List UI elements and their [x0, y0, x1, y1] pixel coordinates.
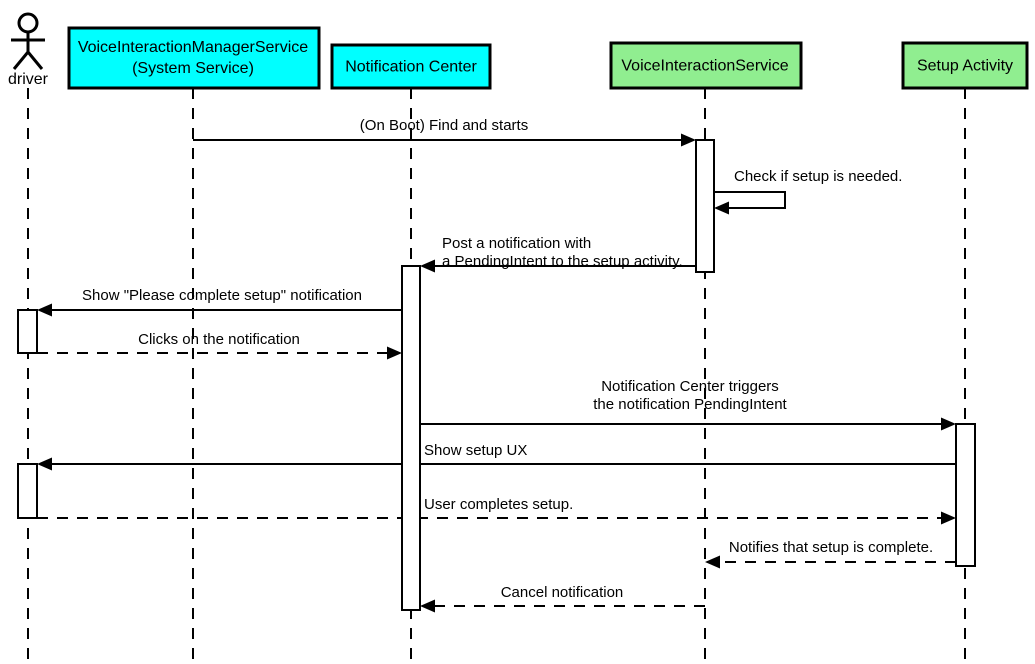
participant-label-setup_activity: Setup Activity — [917, 58, 1013, 75]
participant-notification_center[interactable]: Notification Center — [330, 43, 492, 90]
participant-box-vis[interactable] — [609, 41, 803, 90]
message-m3[interactable] — [420, 259, 696, 273]
participant-label-notification_center: Notification Center — [345, 59, 477, 76]
message-arrowhead-m3 — [420, 259, 435, 273]
message-m5[interactable] — [37, 346, 402, 360]
message-m2[interactable] — [714, 191, 786, 215]
message-arrowhead-m4 — [37, 303, 52, 317]
message-arrowhead-m7 — [37, 457, 52, 471]
activation-bar-notification_center — [401, 265, 421, 611]
message-label-m8: User completes setup. — [424, 496, 573, 513]
message-m4[interactable] — [37, 303, 402, 317]
message-arrowhead-m8 — [941, 511, 956, 525]
message-label-m10: Cancel notification — [501, 584, 624, 601]
message-m8[interactable] — [37, 511, 956, 525]
message-m9[interactable] — [705, 555, 956, 569]
activation-bar-driver — [17, 309, 38, 354]
actor-leg-right-icon — [26, 51, 44, 70]
activations-layer — [17, 139, 976, 611]
activation-bar-vis — [695, 139, 715, 273]
message-m6[interactable] — [420, 417, 956, 431]
participant-label-vims: VoiceInteractionManagerService — [78, 39, 308, 56]
message-m1[interactable] — [193, 133, 696, 147]
activation-bar-setup_activity — [955, 423, 976, 567]
message-label-m4: Show "Please complete setup" notificatio… — [82, 287, 362, 304]
participant-label-vis: VoiceInteractionService — [621, 58, 788, 75]
actor-leg-left-icon — [12, 51, 30, 70]
message-label-m6-line2: the notification PendingIntent — [593, 396, 787, 413]
messages-layer — [37, 133, 956, 613]
participant-box-notification_center[interactable] — [330, 43, 492, 90]
participant-vims[interactable]: VoiceInteractionManagerService (System Se… — [67, 26, 321, 90]
participant-vis[interactable]: VoiceInteractionService — [609, 41, 803, 90]
participant-box-setup_activity[interactable] — [901, 41, 1029, 90]
message-arrowhead-m1 — [681, 133, 696, 147]
message-arrowhead-m2 — [714, 201, 729, 215]
participant-heads-layer: driver VoiceInteractionManagerService (Sys… — [8, 12, 1029, 90]
message-label-m9: Notifies that setup is complete. — [729, 539, 933, 556]
message-arrowhead-m9 — [705, 555, 720, 569]
message-label-m2: Check if setup is needed. — [734, 168, 902, 185]
participant-sublabel-vims: (System Service) — [132, 60, 254, 77]
participant-label-driver: driver — [8, 71, 49, 88]
message-arrowhead-m6 — [941, 417, 956, 431]
message-arrowhead-m10 — [420, 599, 435, 613]
message-label-m6-line1: Notification Center triggers — [601, 378, 779, 395]
actor-head-icon — [17, 12, 39, 34]
message-label-m3-line2: a PendingIntent to the setup activity. — [442, 253, 683, 270]
message-arrowhead-m5 — [387, 346, 402, 360]
message-label-m7: Show setup UX — [424, 442, 527, 459]
message-line-m2 — [714, 191, 786, 209]
message-label-m3-line1: Post a notification with — [442, 235, 591, 252]
message-m7[interactable] — [37, 457, 956, 471]
participant-setup_activity[interactable]: Setup Activity — [901, 41, 1029, 90]
activation-bar-driver — [17, 463, 38, 519]
participant-box-vims[interactable] — [67, 26, 321, 90]
message-label-m5: Clicks on the notification — [138, 331, 300, 348]
participant-driver[interactable]: driver — [8, 12, 49, 88]
message-label-m1: (On Boot) Find and starts — [360, 117, 528, 134]
message-m10[interactable] — [420, 599, 705, 613]
